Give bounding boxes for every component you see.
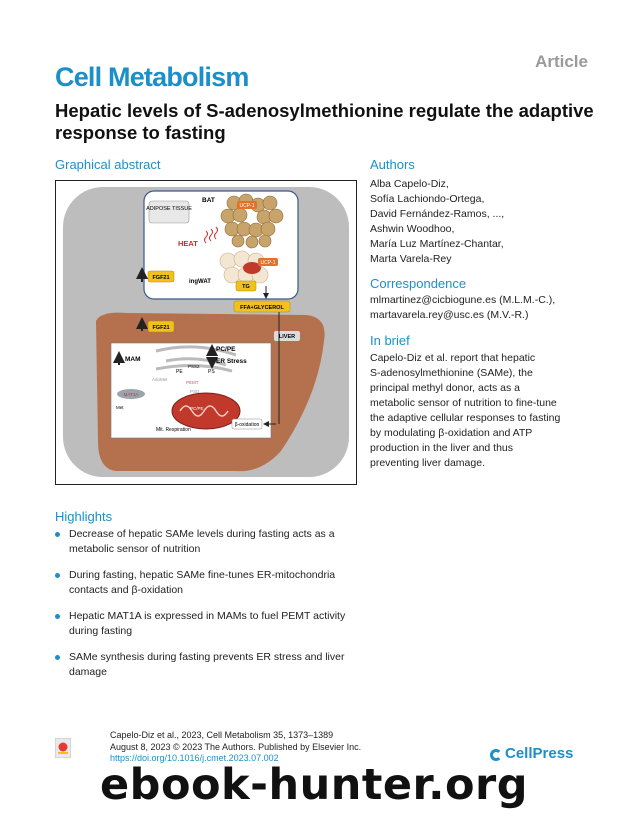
highlight-item: Hepatic MAT1A is expressed in MAMs to fu…	[55, 609, 365, 639]
correspondence-email[interactable]: martavarela.rey@usc.es (M.V.-R.)	[370, 309, 529, 321]
highlight-line: Hepatic MAT1A is expressed in MAMs to fu…	[69, 610, 346, 622]
publication-date-line: August 8, 2023 © 2023 The Authors. Publi…	[110, 741, 362, 752]
mit-respiration-label: Mit. Respiration	[156, 427, 191, 433]
in-brief-line: by modulating β-oxidation and ATP	[370, 427, 533, 439]
cellpress-wordmark: CellPress	[505, 745, 574, 762]
highlight-line: SAMe synthesis during fasting prevents E…	[69, 651, 345, 663]
author-name[interactable]: Sofía Lachiondo-Ortega,	[370, 193, 485, 205]
bullet-icon	[55, 614, 60, 619]
ffa-glycerol-label: FFA+GLYCEROL	[240, 305, 284, 311]
beta-ox-badge	[231, 418, 263, 430]
correspondence-email[interactable]: mlmartinez@cicbiogune.es (M.L.M.-C.),	[370, 294, 556, 306]
ucp1-top-badge	[237, 201, 257, 209]
doi-link[interactable]: https://doi.org/10.1016/j.cmet.2023.07.0…	[110, 753, 279, 763]
pss2-label: PSS2	[188, 364, 200, 369]
cellpress-mark-icon	[490, 749, 502, 761]
author-name[interactable]: Marta Varela-Rey	[370, 253, 452, 265]
highlights-list: Decrease of hepatic SAMe levels during f…	[55, 527, 365, 691]
ps-label: PS	[208, 369, 215, 375]
liver-tag	[274, 331, 300, 341]
adipose-tag	[148, 200, 190, 224]
highlight-line: Decrease of hepatic SAMe levels during f…	[69, 528, 335, 540]
bullet-icon	[55, 573, 60, 578]
citation-line: Capelo-Diz et al., 2023, Cell Metabolism…	[110, 730, 334, 740]
pc-pe-label: PC/PE	[216, 346, 236, 353]
heat-label: HEAT	[178, 239, 198, 248]
bullet-icon	[55, 655, 60, 660]
in-brief-heading: In brief	[370, 333, 410, 348]
pemt-label: PEMT	[186, 380, 199, 385]
mitochondrion-liver	[171, 392, 241, 430]
mitochondrion-wat	[243, 262, 261, 274]
fgf21-top-badge	[147, 270, 175, 283]
mat1a-label: MAT1A	[124, 392, 139, 397]
watermark: ebook-hunter.org	[100, 760, 528, 810]
authors-list: Alba Capelo-Diz, Sofía Lachiondo-Ortega,…	[370, 177, 600, 267]
author-name[interactable]: Ashwin Woodhoo,	[370, 223, 455, 235]
journal-name: Cell Metabolism	[55, 62, 249, 92]
check-for-updates-icon[interactable]	[54, 737, 72, 759]
author-name[interactable]: David Fernández-Ramos, ...,	[370, 208, 505, 220]
authors-heading: Authors	[370, 157, 415, 172]
highlight-item: SAMe synthesis during fasting prevents E…	[55, 650, 365, 680]
highlights-heading: Highlights	[55, 509, 113, 524]
liver-label: LIVER	[279, 334, 295, 340]
highlight-item: During fasting, hepatic SAMe fine-tunes …	[55, 568, 365, 598]
author-name[interactable]: María Luz Martínez-Chantar,	[370, 238, 504, 250]
fgf21-bottom-label: FGF21	[152, 325, 169, 331]
pc-pe-mito-label: PC/PE	[190, 406, 204, 411]
in-brief-text: Capelo-Diz et al. report that hepatic S-…	[370, 351, 590, 471]
adometh-label: AdoMet	[152, 377, 168, 382]
bullet-icon	[55, 532, 60, 537]
mat1a-ellipse	[117, 389, 145, 399]
ucp1-bottom-label: UCP-1	[260, 260, 275, 266]
heat-waves	[204, 226, 218, 244]
correspondence-block: mlmartinez@cicbiogune.es (M.L.M.-C.), ma…	[370, 293, 555, 323]
tg-badge	[235, 280, 257, 292]
ucp1-bottom-badge	[258, 258, 278, 266]
beta-oxidation-label: β-oxidation	[235, 422, 260, 428]
article-type-label: Article	[535, 52, 588, 71]
tg-label: TG	[242, 284, 250, 290]
psd-label: PSD	[190, 389, 200, 394]
adipose-tissue-label: ADIPOSE TISSUE	[146, 206, 192, 212]
in-brief-line: metabolic sensor of nutrition to fine-tu…	[370, 397, 557, 409]
highlight-item: Decrease of hepatic SAMe levels during f…	[55, 527, 365, 557]
highlight-line: during fasting	[69, 625, 133, 637]
mam-label: MAM	[125, 356, 141, 363]
article-title: Hepatic levels of S-adenosylmethionine r…	[55, 100, 594, 143]
graphical-abstract-heading: Graphical abstract	[55, 157, 161, 172]
fgf21-top-label: FGF21	[152, 275, 169, 281]
highlight-line: contacts and β-oxidation	[69, 584, 184, 596]
bat-label: BAT	[202, 197, 215, 204]
pe-label: PE	[176, 369, 183, 375]
correspondence-heading: Correspondence	[370, 276, 467, 291]
fgf21-bottom-badge	[147, 320, 175, 333]
highlight-line: damage	[69, 666, 107, 678]
in-brief-line: S-adenosylmethionine (SAMe), the	[370, 367, 533, 379]
highlight-line: metabolic sensor of nutrition	[69, 543, 201, 555]
graphical-abstract-svg: ADIPOSE TISSUE BAT UCP-1 UCP-1 HEAT FGF2…	[63, 187, 349, 477]
ucp1-top-label: UCP-1	[239, 203, 254, 209]
in-brief-line: production in the liver and thus	[370, 442, 514, 454]
author-name[interactable]: Alba Capelo-Diz,	[370, 178, 449, 190]
in-brief-line: Capelo-Diz et al. report that hepatic	[370, 352, 536, 364]
in-brief-line: preventing liver damage.	[370, 457, 485, 469]
er-membranes	[155, 345, 237, 373]
met-label: Met	[116, 405, 124, 410]
graphical-abstract-figure: ADIPOSE TISSUE BAT UCP-1 UCP-1 HEAT FGF2…	[55, 180, 357, 485]
cellpress-logo: CellPress	[490, 745, 573, 762]
ffa-glycerol-badge	[233, 300, 291, 313]
er-stress-label: ER Stress	[216, 358, 247, 365]
in-brief-line: the adaptive cellular responses to fasti…	[370, 412, 561, 424]
citation-block: Capelo-Diz et al., 2023, Cell Metabolism…	[110, 730, 361, 765]
highlight-line: During fasting, hepatic SAMe fine-tunes …	[69, 569, 336, 581]
in-brief-line: principal methyl donor, acts as a	[370, 382, 520, 394]
ingwat-label: ingWAT	[189, 279, 211, 285]
